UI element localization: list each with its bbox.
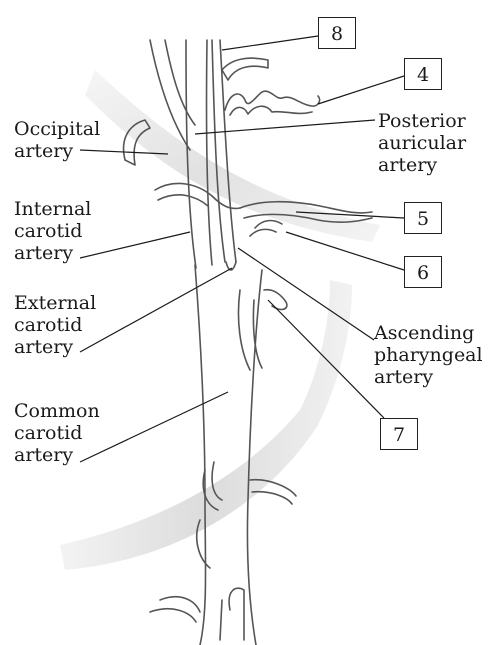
- leader-internal-carotid: [80, 232, 190, 258]
- callout-box-4: 4: [404, 58, 442, 90]
- label-common-carotid-artery: Common carotid artery: [14, 400, 100, 466]
- common-carotid-left-wall: [195, 265, 206, 645]
- leader-8: [222, 36, 318, 50]
- leader-common-carotid: [80, 392, 228, 462]
- leader-4: [318, 76, 404, 104]
- callout-box-6: 6: [404, 256, 442, 288]
- leader-posterior-auricular: [195, 120, 375, 134]
- leader-6: [286, 232, 404, 270]
- ascending-pharyngeal-vessel: [264, 290, 287, 310]
- label-external-carotid-artery: External carotid artery: [14, 292, 96, 358]
- label-ascending-pharyngeal-artery: Ascending pharyngeal artery: [374, 322, 483, 388]
- leader-external-carotid: [80, 268, 232, 352]
- callout-box-7: 7: [380, 418, 418, 450]
- internal-carotid-right: [207, 40, 212, 265]
- callout-box-5: 5: [404, 202, 442, 234]
- label-posterior-auricular-artery: Posterior auricular artery: [378, 110, 466, 176]
- callout-box-8: 8: [318, 17, 356, 49]
- label-occipital-artery: Occipital artery: [14, 118, 100, 162]
- vessel-8: [222, 58, 268, 80]
- lower-muscle-band: [60, 280, 352, 570]
- leader-ascending-pharyngeal: [238, 248, 374, 340]
- label-internal-carotid-artery: Internal carotid artery: [14, 198, 91, 264]
